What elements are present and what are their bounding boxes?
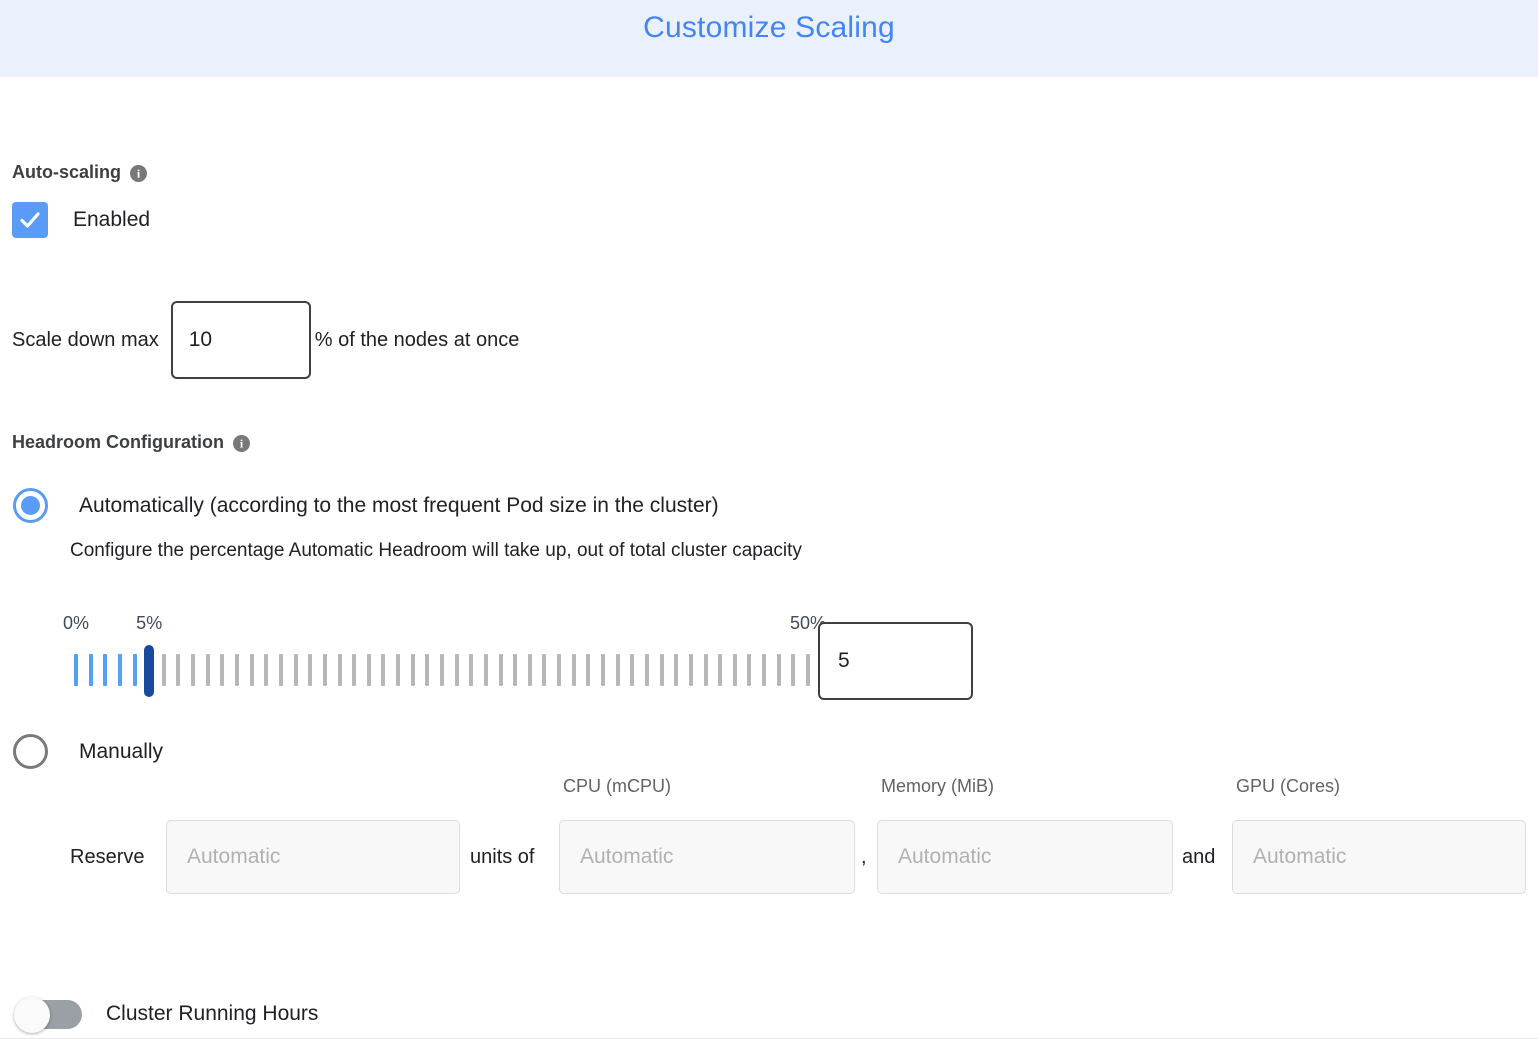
slider-tick[interactable] [498,654,503,686]
slider-tick[interactable] [278,654,283,686]
slider-tick[interactable] [776,654,781,686]
slider-tick[interactable] [483,654,488,686]
slider-tick[interactable] [176,654,181,686]
slider-tick[interactable] [322,654,327,686]
slider-tick[interactable] [674,654,679,686]
slider-tick[interactable] [205,654,210,686]
headroom-automatic-label: Automatically (according to the most fre… [79,493,719,517]
slider-tick[interactable] [88,654,93,686]
reserve-cpu-input[interactable] [559,820,855,894]
scale-down-max-input[interactable] [170,301,311,379]
slider-tick[interactable] [396,654,401,686]
slider-tick[interactable] [542,654,547,686]
radio-ring [13,734,48,769]
slider-tick[interactable] [469,654,474,686]
reserve-gpu-input[interactable] [1232,820,1526,894]
slider-tick[interactable] [308,654,313,686]
headroom-section-title: Headroom Configuration [12,432,250,453]
slider-tick[interactable] [557,654,562,686]
slider-tick[interactable] [191,654,196,686]
radio-ring [13,488,48,523]
headroom-automatic-description: Configure the percentage Automatic Headr… [70,540,802,561]
slider-tick-label: 5% [136,613,163,633]
slider-tick[interactable] [718,654,723,686]
headroom-percentage-slider[interactable]: 0% 5% 50% [63,613,826,697]
info-icon[interactable] [233,435,250,452]
info-icon[interactable] [130,165,148,182]
slider-tick[interactable] [249,654,254,686]
slider-tick-label: 0% [62,613,90,633]
gpu-column-label: GPU (Cores) [1236,776,1341,796]
slider-tick[interactable] [791,654,796,686]
headroom-percentage-input[interactable] [818,622,973,700]
slider-tick[interactable] [381,654,386,686]
slider-tick-labels: 0% 5% 50% [63,613,826,639]
slider-tick[interactable] [586,654,591,686]
radio-dot [21,496,40,515]
slider-tick[interactable] [337,654,342,686]
slider-tick[interactable] [117,654,122,686]
headroom-manual-label: Manually [79,739,164,763]
reserve-row: Reserve units of , and [0,820,1538,894]
slider-tick[interactable] [352,654,357,686]
slider-tick[interactable] [220,654,225,686]
reserve-units-input[interactable] [166,820,460,894]
dialog-header: Customize Scaling [0,0,1538,77]
auto-scaling-enabled-row[interactable]: Enabled [12,202,150,238]
page-title: Customize Scaling [643,11,895,44]
cluster-running-hours-row[interactable]: Cluster Running Hours [14,997,319,1033]
slider-tick[interactable] [630,654,635,686]
slider-tick[interactable] [747,654,752,686]
reserve-memory-input[interactable] [877,820,1173,894]
slider-thumb[interactable] [144,645,155,697]
slider-tick-label: 50% [789,613,827,633]
slider-tick[interactable] [264,654,269,686]
units-of-label: units of [470,846,535,868]
slider-tick[interactable] [440,654,444,686]
scale-down-max-row: Scale down max % of the nodes at once [12,301,519,379]
slider-tick[interactable] [806,654,810,686]
slider-tick[interactable] [425,654,430,686]
auto-scaling-label: Auto-scaling [12,162,122,182]
slider-tick[interactable] [161,654,166,686]
slider-tick[interactable] [703,654,708,686]
scale-down-max-suffix: % of the nodes at once [314,328,520,351]
slider-tick[interactable] [103,654,108,686]
slider-tick[interactable] [235,654,240,686]
slider-tick[interactable] [527,654,532,686]
slider-tick[interactable] [615,654,620,686]
slider-tick[interactable] [571,654,576,686]
cluster-running-hours-label: Cluster Running Hours [106,1002,319,1025]
cpu-column-label: CPU (mCPU) [563,776,671,796]
and-label: and [1182,846,1216,868]
headroom-configuration-label: Headroom Configuration [12,432,224,452]
slider-tick[interactable] [732,654,737,686]
memory-column-label: Memory (MiB) [881,776,994,796]
slider-tick[interactable] [293,654,298,686]
radio-automatic[interactable] [12,487,49,524]
cluster-running-hours-toggle[interactable] [14,997,82,1033]
slider-track[interactable] [74,645,810,697]
slider-tick[interactable] [74,654,78,686]
slider-tick[interactable] [644,654,649,686]
slider-tick[interactable] [454,654,459,686]
slider-tick[interactable] [513,654,518,686]
auto-scaling-section-title: Auto-scaling [12,162,148,183]
toggle-knob [14,997,50,1033]
enabled-label: Enabled [73,208,151,231]
slider-tick[interactable] [659,654,664,686]
scale-down-max-label: Scale down max [12,328,159,351]
slider-tick[interactable] [688,654,693,686]
slider-tick[interactable] [601,654,606,686]
slider-tick[interactable] [132,654,137,686]
reserve-label: Reserve [70,846,145,868]
headroom-option-manual[interactable]: Manually [12,733,163,770]
headroom-option-automatic[interactable]: Automatically (according to the most fre… [12,487,719,524]
slider-tick[interactable] [762,654,767,686]
radio-manual[interactable] [12,733,49,770]
slider-tick[interactable] [366,654,371,686]
comma-separator: , [861,846,867,868]
slider-tick[interactable] [410,654,415,686]
enabled-checkbox[interactable] [12,202,48,238]
